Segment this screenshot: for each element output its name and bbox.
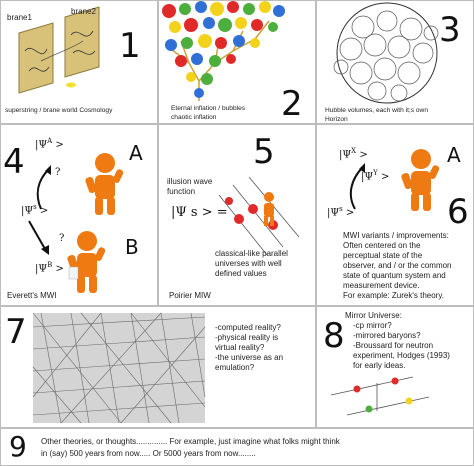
panel8-line3: -mirrored baryons?	[353, 331, 421, 340]
panel-number-9: 9	[9, 430, 27, 463]
psi-s-state: |Ψs >	[21, 203, 48, 216]
psi-b-state: |ΨB >	[35, 261, 64, 274]
panel7-line2: -physical reality is	[215, 333, 279, 342]
panel-other-theories: 9 Other theories, or thoughts...........…	[0, 428, 474, 466]
ket-bracket: >	[55, 263, 64, 275]
psi-symbol: |Ψ	[35, 263, 48, 275]
panel7-line5: emulation?	[215, 363, 255, 372]
panel8-line6: for early ideas.	[353, 361, 406, 370]
panel-number-3: 3	[439, 10, 461, 50]
bubble-tree-illustration	[162, 1, 285, 101]
illusion-label-line1: illusion wave	[167, 177, 213, 186]
classical-label-line2: universes with well	[215, 259, 282, 268]
ket-bracket: >	[380, 171, 390, 183]
psi-symbol: |Ψ	[339, 149, 352, 161]
classical-label-line3: defined values	[215, 269, 267, 278]
panel2-caption-line1: Eternal inflation / bubbles	[171, 105, 246, 112]
psi-symbol: |Ψ	[327, 207, 340, 219]
psi-s-superscript: s	[339, 205, 343, 213]
ket-bracket: >	[359, 149, 368, 161]
panel-brane-world: brane1 brane2 1 superstring / brane worl…	[0, 0, 158, 124]
panel6-line5: state of quantum system and	[343, 271, 446, 280]
psi-b-superscript: B	[47, 261, 53, 269]
everett-branching-illustration	[28, 153, 124, 293]
psi-a-state: |ΨA >	[35, 137, 64, 150]
panel4-caption: Everett's MWI	[7, 291, 57, 300]
panel-mwi-variants: |ΨX > |ΨY > |Ψs > A 6 MWI variants / imp…	[316, 124, 474, 306]
mirror-lines-illustration	[330, 376, 430, 416]
panel-number-1: 1	[119, 26, 141, 66]
psi-symbol: |Ψ	[21, 205, 34, 217]
parallel-universes-illustration	[218, 176, 300, 256]
panel-computed-reality: 7 -computed reality? -physical reality i…	[0, 306, 316, 428]
illusion-label-line2: function	[167, 187, 196, 196]
panel-number-6: 6	[447, 192, 469, 232]
panel-number-8: 8	[323, 316, 345, 356]
panel7-line1: -computed reality?	[215, 323, 281, 332]
panel6-line2: Often centered on the	[343, 241, 421, 250]
panel8-line1: Mirror Universe:	[345, 311, 402, 320]
panel-eternal-inflation: 2 Eternal inflation / bubbles chaotic in…	[158, 0, 316, 124]
outcome-a-label: A	[129, 141, 143, 165]
panel8-line4: -Broussard for neutron	[353, 341, 434, 350]
panel7-line3: virtual reality?	[215, 343, 265, 352]
outcome-b-label: B	[125, 235, 139, 259]
psi-x-superscript: X	[351, 147, 357, 155]
panel-everett-mwi: 4 |ΨA > |Ψs > |ΨB > ? ? A B Everett's MW…	[0, 124, 158, 306]
panel6-line1: MWI variants / improvements:	[343, 231, 449, 240]
panel3-caption-line1: Hubble volumes, each with it;s own	[325, 107, 428, 114]
psi-x-state: |ΨX >	[339, 147, 368, 160]
psi-y-state: |ΨY >	[361, 169, 389, 182]
panel-poirier-miw: 5 illusion wave function |Ψ s > = classi…	[158, 124, 316, 306]
ket-bracket: >	[55, 139, 64, 151]
panel7-line4: -the universe as an	[215, 353, 284, 362]
panel6-line4: observer, and / or the common	[343, 261, 452, 270]
psi-symbol: |Ψ	[361, 171, 374, 183]
psi-symbol: |Ψ	[35, 139, 48, 151]
psi-s-state: |Ψs >	[327, 205, 354, 218]
panel1-caption: superstring / brane world Cosmology	[5, 107, 113, 114]
panel-number-2: 2	[281, 84, 303, 124]
classical-label-line1: classical-like parallel	[215, 249, 288, 258]
panel5-caption: Poirier MIW	[169, 291, 211, 300]
panel6-line3: perceptual state of the	[343, 251, 423, 260]
panel-mirror-universe: 8 Mirror Universe: -cp mirror? -mirrored…	[316, 306, 474, 428]
psi-a-superscript: A	[47, 137, 53, 145]
psi-y-superscript: Y	[373, 169, 378, 177]
ket-bracket: >	[345, 207, 355, 219]
panel-number-5: 5	[253, 132, 275, 172]
question-mark-lower: ?	[59, 233, 65, 244]
question-mark-upper: ?	[55, 167, 61, 178]
psi-s-superscript: s	[33, 203, 37, 211]
outcome-a-label: A	[447, 143, 461, 167]
brane1-label: brane1	[7, 13, 32, 22]
panel-number-7: 7	[5, 312, 27, 352]
panel9-line1: Other theories, or thoughts.............…	[41, 437, 340, 446]
ket-bracket: >	[39, 205, 49, 217]
brane2-label: brane2	[71, 7, 96, 16]
hubble-volumes-illustration	[333, 2, 439, 104]
brane-illustration	[18, 6, 100, 94]
observer-illustration	[349, 149, 440, 211]
panel3-caption-line2: Horizon	[325, 116, 348, 123]
panel8-line2: -cp mirror?	[353, 321, 392, 330]
panel9-line2: in (say) 500 years from now..... Or 5000…	[41, 449, 256, 458]
panel6-line6: measurement device.	[343, 281, 420, 290]
panel2-caption-line2: chaotic inflation	[171, 114, 217, 121]
panel-number-4: 4	[3, 142, 25, 182]
panel-hubble-volumes: 3 Hubble volumes, each with it;s own Hor…	[316, 0, 474, 124]
mesh-grid-illustration	[32, 312, 206, 424]
panel8-line5: experiment, Hodges (1993)	[353, 351, 450, 360]
psi-equation: |Ψ s > =	[171, 205, 228, 220]
panel6-line7: For example: Zurek's theory.	[343, 291, 444, 300]
